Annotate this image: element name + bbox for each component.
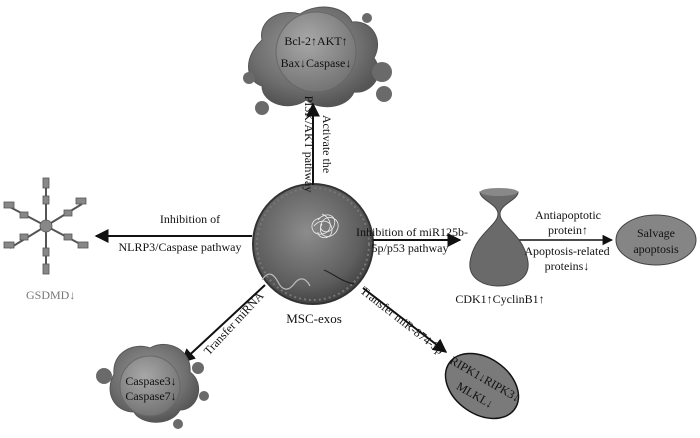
- arrow-bottom-right: [362, 287, 448, 353]
- salvage-line1: Salvage: [637, 226, 675, 240]
- left-arrow-label-line2: NLRP3/Caspase pathway: [118, 240, 242, 254]
- arrows: [94, 102, 614, 363]
- cdk-complex-icon: [469, 188, 529, 287]
- antiapoptotic-line1: Antiapoptotic: [535, 208, 601, 222]
- right-arrow-label-line2: 5p/p53 pathway: [371, 241, 449, 255]
- right-arrow-label-line1: Inhibition of miR125b-: [356, 225, 468, 239]
- rna-strand-icon: [261, 273, 311, 290]
- salvage-oval: [615, 214, 697, 266]
- bottom-left-cell-line2: Caspase7↓: [125, 389, 177, 403]
- top-arrow-label-line2: PI3K/AKT pathway: [302, 95, 316, 193]
- top-cell-line1: Bcl-2↑AKT↑: [284, 34, 348, 48]
- bottom-left-cell: [96, 343, 209, 429]
- arrow-bottom-left: [180, 284, 266, 363]
- top-cell-line2: Bax↓Caspase↓: [280, 56, 352, 70]
- antiapoptotic-line2: protein↑: [548, 223, 588, 237]
- apoptosis-related-line1: Apoptosis-related: [524, 244, 610, 258]
- apoptosis-related-line2: proteins↓: [544, 259, 590, 273]
- salvage-line2: apoptosis: [633, 242, 679, 256]
- center-label: MSC-exos: [286, 311, 342, 326]
- left-arrow-label-line1: Inhibition of: [159, 212, 221, 226]
- top-cell: [243, 6, 392, 115]
- cdk-label: CDK1↑CyclinB1↑: [455, 292, 545, 306]
- top-arrow-label-line1: Activate the: [320, 114, 334, 174]
- center-cell: [252, 183, 374, 305]
- gsdmd-pore-icon: [3, 177, 89, 275]
- bottom-left-cell-line1: Caspase3↓: [125, 374, 177, 388]
- gsdmd-label: GSDMD↓: [26, 288, 76, 302]
- dna-tangle-icon: [311, 213, 339, 239]
- ripk-ellipse: [444, 352, 520, 420]
